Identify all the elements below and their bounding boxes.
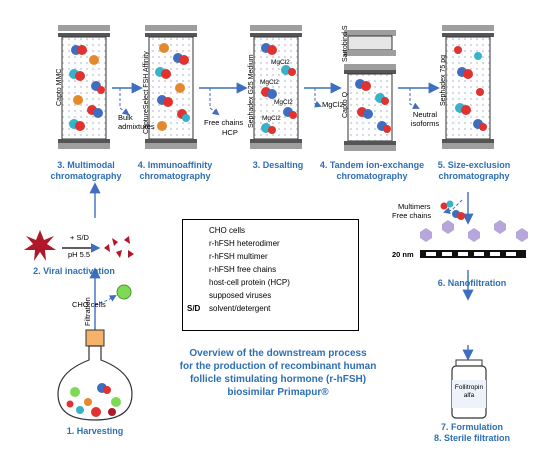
free-chains-label: Free chains bbox=[204, 118, 244, 127]
svg-text:MgCl2: MgCl2 bbox=[262, 115, 281, 122]
column-captureselect bbox=[145, 25, 197, 149]
hcp-label: HCP bbox=[222, 128, 238, 137]
virus-star-icon bbox=[24, 230, 56, 261]
step-viral-inactivation: 2. Viral inactivation bbox=[33, 266, 115, 276]
ph-label: pH 5.5 bbox=[68, 250, 91, 259]
mgcl2-removed-label: MgCl2 bbox=[322, 100, 344, 109]
column-molecules bbox=[69, 43, 487, 134]
legend-item-solvent-detergent: solvent/detergent bbox=[209, 304, 271, 313]
svg-text:MgCl2: MgCl2 bbox=[260, 79, 279, 86]
legend-item-cho: CHO cells bbox=[209, 226, 246, 235]
legend: CHO cells r-hFSH heterodimer r-hFSH mult… bbox=[182, 219, 359, 331]
multimers-label: Multimers bbox=[398, 202, 431, 211]
column-sephadex-75 bbox=[442, 25, 494, 149]
legend-item-heterodimer: r-hFSH heterodimer bbox=[209, 239, 280, 248]
column-tandem-ion-exchange bbox=[344, 30, 396, 151]
step-harvesting: 1. Harvesting bbox=[66, 426, 124, 436]
legend-item-hcp: host-cell protein (HCP) bbox=[209, 278, 290, 287]
overview-title: Overview of the downstream process for t… bbox=[179, 348, 377, 398]
nanofilter-membrane bbox=[420, 200, 528, 258]
legend-item-free-chains: r-hFSH free chains bbox=[209, 265, 277, 274]
legend-item-multimer: r-hFSH multimer bbox=[209, 252, 268, 261]
cho-cell-icon bbox=[116, 284, 132, 300]
column-label-sartobind: Sartobind S bbox=[342, 25, 349, 62]
svg-text:MgCl2: MgCl2 bbox=[271, 59, 290, 66]
sd-label: + S/D bbox=[70, 233, 89, 242]
legend-item-viruses: supposed viruses bbox=[209, 291, 272, 300]
svg-text:MgCl2: MgCl2 bbox=[274, 99, 293, 106]
free-chains-removed-label: Free chains bbox=[392, 211, 432, 220]
cho-cells-removed-label: CHO cells bbox=[72, 300, 106, 309]
harvest-flask-icon bbox=[57, 329, 133, 421]
column-label-sephadex-g25: Sephadex G25 Medium bbox=[248, 54, 255, 128]
pore-size-label: 20 nm bbox=[392, 250, 414, 259]
column-label-capto-mmc: Capto MMC bbox=[56, 68, 63, 106]
legend-sd-abbr: S/D bbox=[187, 304, 201, 313]
step-nanofiltration: 6. Nanofiltration bbox=[437, 278, 507, 288]
column-label-sephadex-75: Sephadex 75 pg bbox=[440, 55, 447, 106]
mgcl2-inside-labels: MgCl2 MgCl2 MgCl2 MgCl2 bbox=[260, 59, 293, 122]
step-formulation: 7. Formulation bbox=[440, 422, 503, 432]
column-sephadex-g25 bbox=[250, 25, 302, 149]
virus-fragments-icon bbox=[104, 236, 134, 258]
follitropin-vial-icon bbox=[451, 359, 487, 419]
step-desalting: 3. Desalting bbox=[252, 160, 304, 170]
removal-arrows bbox=[94, 88, 463, 306]
step-sterile-filtration: 8. Sterile filtration bbox=[433, 433, 511, 443]
